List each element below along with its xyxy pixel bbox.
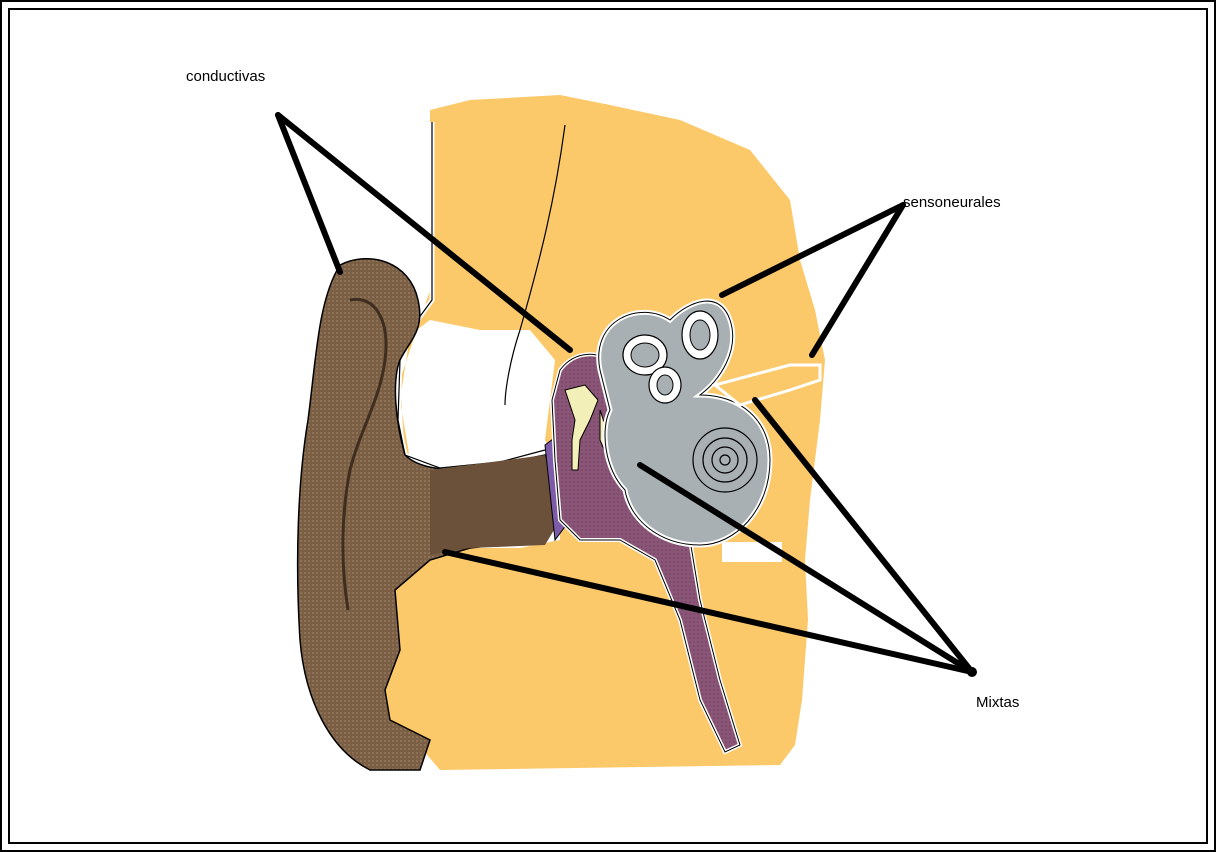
label-mixtas: Mixtas	[976, 694, 1019, 711]
ear-canal	[430, 455, 560, 555]
mixtas-anchor-dot	[967, 667, 977, 677]
label-conductivas: conductivas	[186, 68, 265, 85]
label-sensoneurales: sensoneurales	[903, 194, 1001, 211]
